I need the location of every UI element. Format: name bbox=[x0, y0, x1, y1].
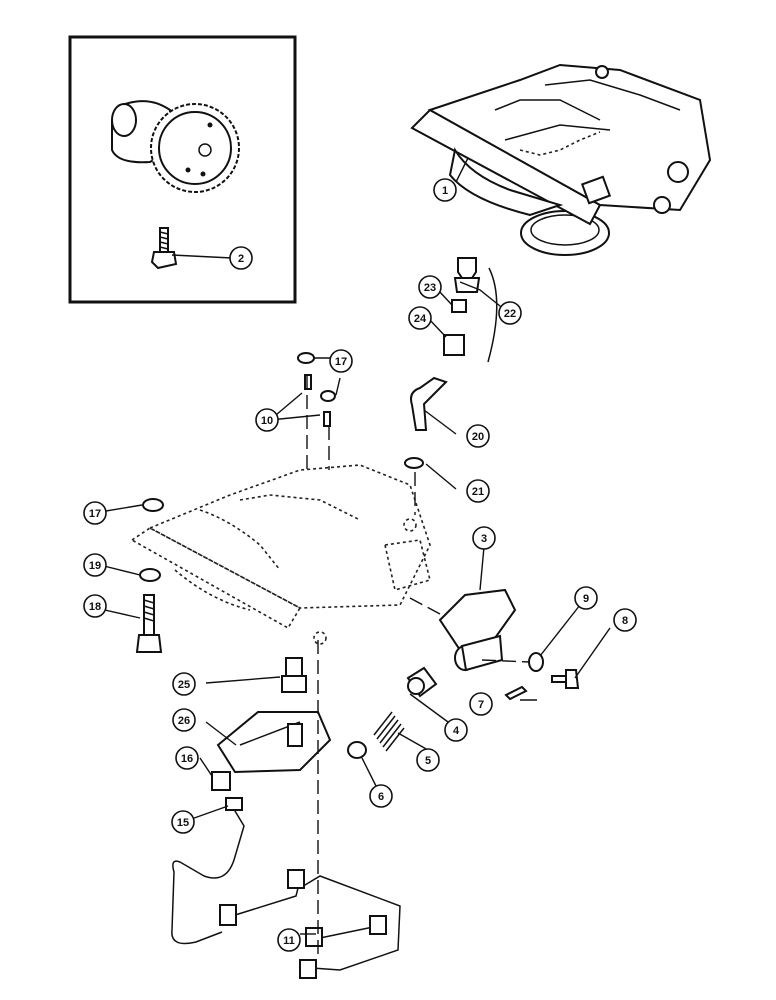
callout-16: 16 bbox=[175, 746, 199, 770]
svg-text:25: 25 bbox=[178, 679, 190, 691]
svg-text:11: 11 bbox=[283, 935, 295, 947]
svg-text:1: 1 bbox=[442, 185, 448, 197]
callout-4: 4 bbox=[444, 718, 468, 742]
callout-19: 19 bbox=[83, 553, 107, 577]
callout-8: 8 bbox=[613, 608, 637, 632]
drive-gear bbox=[111, 100, 240, 193]
svg-text:3: 3 bbox=[481, 533, 487, 545]
alignment-line-d bbox=[409, 597, 441, 615]
callout-22: 22 bbox=[498, 301, 522, 325]
spring bbox=[373, 711, 405, 752]
oil-tube bbox=[410, 376, 448, 431]
cotter-pin bbox=[504, 685, 528, 701]
svg-text:8: 8 bbox=[622, 615, 628, 627]
callout-23: 23 bbox=[418, 275, 442, 299]
svg-text:16: 16 bbox=[181, 753, 193, 765]
svg-text:18: 18 bbox=[89, 601, 101, 613]
inset-frame bbox=[68, 35, 297, 304]
callout-11: 11 bbox=[277, 928, 301, 952]
callout-7: 7 bbox=[469, 692, 493, 716]
o-ring bbox=[404, 457, 424, 469]
callout-5: 5 bbox=[416, 748, 440, 772]
oil-screen bbox=[216, 711, 332, 774]
svg-text:21: 21 bbox=[472, 486, 484, 498]
svg-text:7: 7 bbox=[478, 699, 484, 711]
svg-text:24: 24 bbox=[414, 313, 427, 325]
callout-9: 9 bbox=[574, 586, 598, 610]
callout-21: 21 bbox=[466, 479, 490, 503]
svg-text:19: 19 bbox=[89, 560, 101, 572]
callout-24: 24 bbox=[408, 306, 432, 330]
screw-8 bbox=[551, 669, 580, 689]
washer-top bbox=[297, 352, 315, 364]
callout-1: 1 bbox=[433, 178, 457, 202]
pump-body-exploded bbox=[130, 464, 431, 645]
plunger bbox=[406, 666, 438, 698]
svg-text:20: 20 bbox=[472, 431, 484, 443]
washer-17 bbox=[142, 498, 164, 512]
svg-text:10: 10 bbox=[261, 415, 273, 427]
alignment-line-e bbox=[481, 659, 531, 663]
callout-25: 25 bbox=[172, 672, 196, 696]
oil-line bbox=[171, 797, 401, 979]
pipe-fitting-group bbox=[443, 257, 498, 363]
svg-text:15: 15 bbox=[177, 817, 189, 829]
callout-2: 2 bbox=[229, 246, 253, 270]
callout-3: 3 bbox=[472, 526, 496, 550]
leader-lines bbox=[95, 157, 611, 935]
svg-text:4: 4 bbox=[453, 725, 460, 737]
callout-15: 15 bbox=[171, 810, 195, 834]
svg-text:9: 9 bbox=[583, 593, 589, 605]
svg-text:23: 23 bbox=[424, 282, 436, 294]
retaining-ring bbox=[347, 741, 367, 759]
svg-text:17: 17 bbox=[89, 508, 101, 520]
washer-19 bbox=[139, 568, 161, 582]
svg-text:26: 26 bbox=[178, 715, 190, 727]
callout-17-left: 17 bbox=[83, 501, 107, 525]
callout-18: 18 bbox=[83, 594, 107, 618]
bolt bbox=[135, 594, 163, 653]
callout-17-top: 17 bbox=[329, 349, 353, 373]
pump-assembly bbox=[410, 63, 712, 256]
callout-10: 10 bbox=[255, 408, 279, 432]
svg-text:2: 2 bbox=[238, 253, 244, 265]
fitting-16 bbox=[211, 771, 231, 791]
svg-text:22: 22 bbox=[504, 308, 516, 320]
svg-text:5: 5 bbox=[425, 755, 431, 767]
washer-mid bbox=[320, 390, 336, 402]
svg-text:6: 6 bbox=[378, 791, 384, 803]
dowel-right bbox=[323, 411, 331, 427]
dowel-left bbox=[304, 374, 312, 390]
svg-text:17: 17 bbox=[335, 356, 347, 368]
fitting-25 bbox=[281, 657, 307, 693]
gear-screw bbox=[150, 227, 178, 270]
callout-26: 26 bbox=[172, 708, 196, 732]
callout-20: 20 bbox=[466, 424, 490, 448]
callout-6: 6 bbox=[369, 784, 393, 808]
relief-valve-cover bbox=[438, 588, 517, 672]
